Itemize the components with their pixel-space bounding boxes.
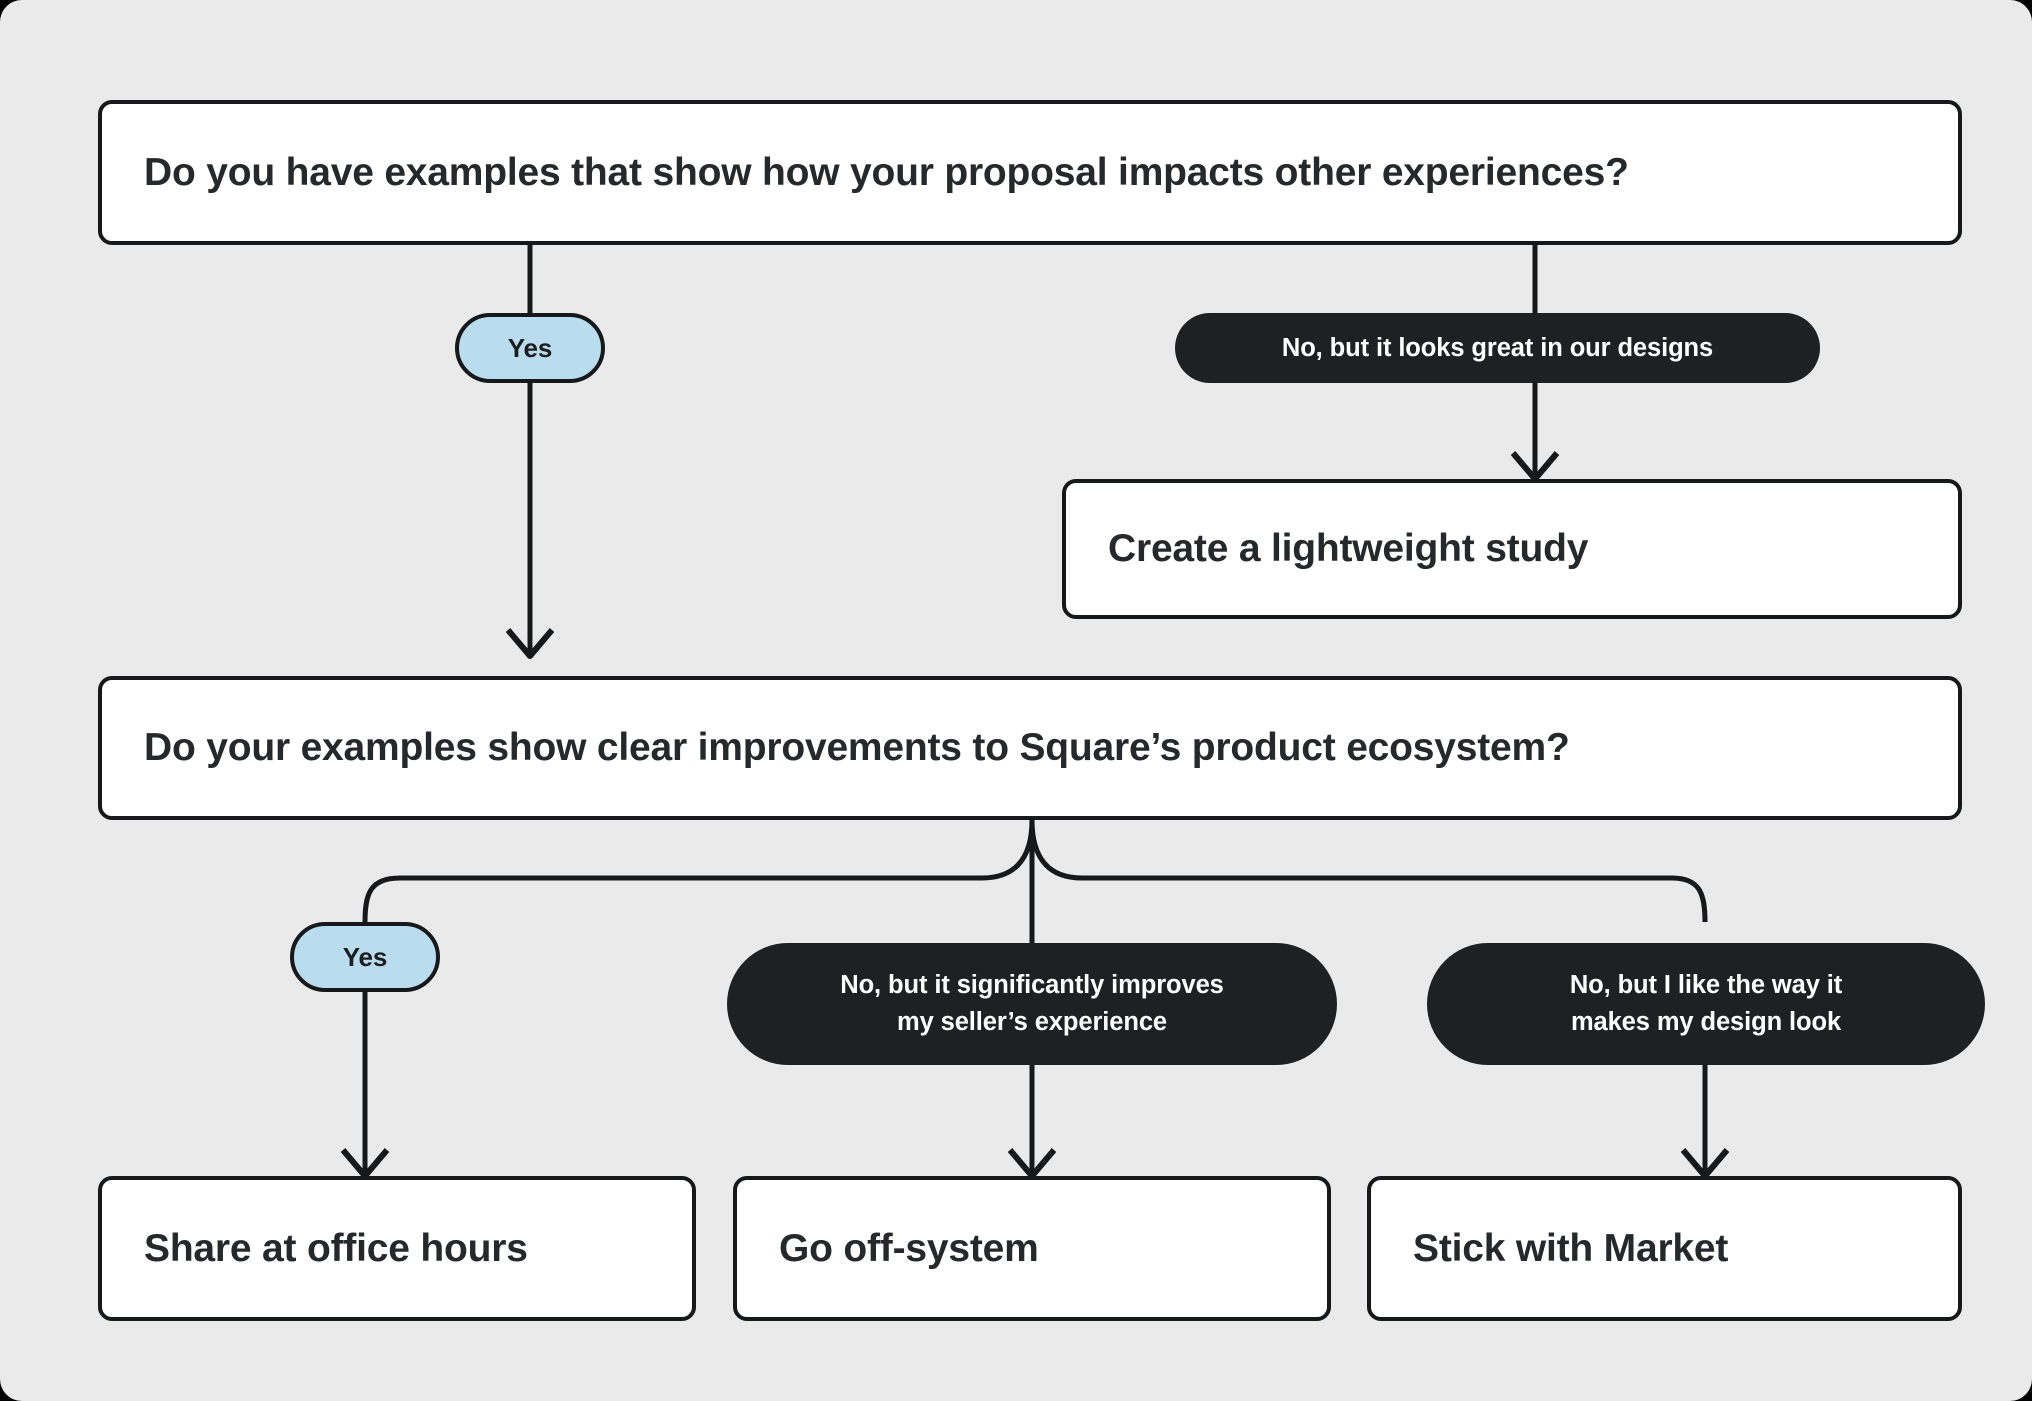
answer-no-design-look-pill: No, but I like the way it makes my desig… (1427, 943, 1985, 1065)
outcome-lightweight-study-box: Create a lightweight study (1062, 479, 1962, 619)
arrowhead-yes-to-q2 (505, 628, 555, 659)
answer-no-seller-pill: No, but it significantly improves my sel… (727, 943, 1337, 1065)
outcome-office-hours-label: Share at office hours (144, 1226, 528, 1270)
answer-no-designs-pill: No, but it looks great in our designs (1175, 313, 1820, 383)
answer-no-seller-line-2: my seller’s experience (897, 1008, 1167, 1036)
arrowhead-office-hours (340, 1148, 390, 1179)
question-1-box: Do you have examples that show how your … (98, 100, 1962, 245)
answer-yes-2-pill: Yes (290, 922, 440, 992)
outcome-office-hours-box: Share at office hours (98, 1176, 696, 1321)
answer-no-designs-label: No, but it looks great in our designs (1281, 333, 1714, 362)
answer-no-design-look-text: No, but I like the way it makes my desig… (1570, 967, 1842, 1041)
question-2-box: Do your examples show clear improvements… (98, 676, 1962, 820)
outcome-off-system-box: Go off-system (733, 1176, 1331, 1321)
outcome-lightweight-study-label: Create a lightweight study (1108, 527, 1589, 570)
answer-yes-1-pill: Yes (455, 313, 605, 383)
answer-no-seller-line-1: No, but it significantly improves (840, 971, 1224, 1000)
answer-no-design-look-line-1: No, but I like the way it (1569, 971, 1843, 1000)
question-1-label: Do you have examples that show how your … (144, 150, 1629, 194)
edge-q2-right-branch (1029, 819, 1708, 923)
outcome-stick-with-market-label: Stick with Market (1413, 1226, 1729, 1270)
outcome-off-system-label: Go off-system (779, 1226, 1039, 1270)
answer-no-seller-text: No, but it significantly improves my sel… (840, 967, 1224, 1041)
outcome-stick-with-market-box: Stick with Market (1367, 1176, 1962, 1321)
answer-no-design-look-line-2: makes my design look (1570, 1008, 1842, 1036)
edge-q2-left-branch (362, 819, 1035, 923)
arrowhead-no-to-study (1510, 451, 1560, 482)
answer-yes-1-label: Yes (507, 332, 553, 363)
arrowhead-market (1680, 1148, 1730, 1179)
question-2-label: Do your examples show clear improvements… (144, 726, 1570, 769)
answer-yes-2-label: Yes (342, 941, 388, 972)
arrowhead-off-system (1007, 1148, 1057, 1179)
